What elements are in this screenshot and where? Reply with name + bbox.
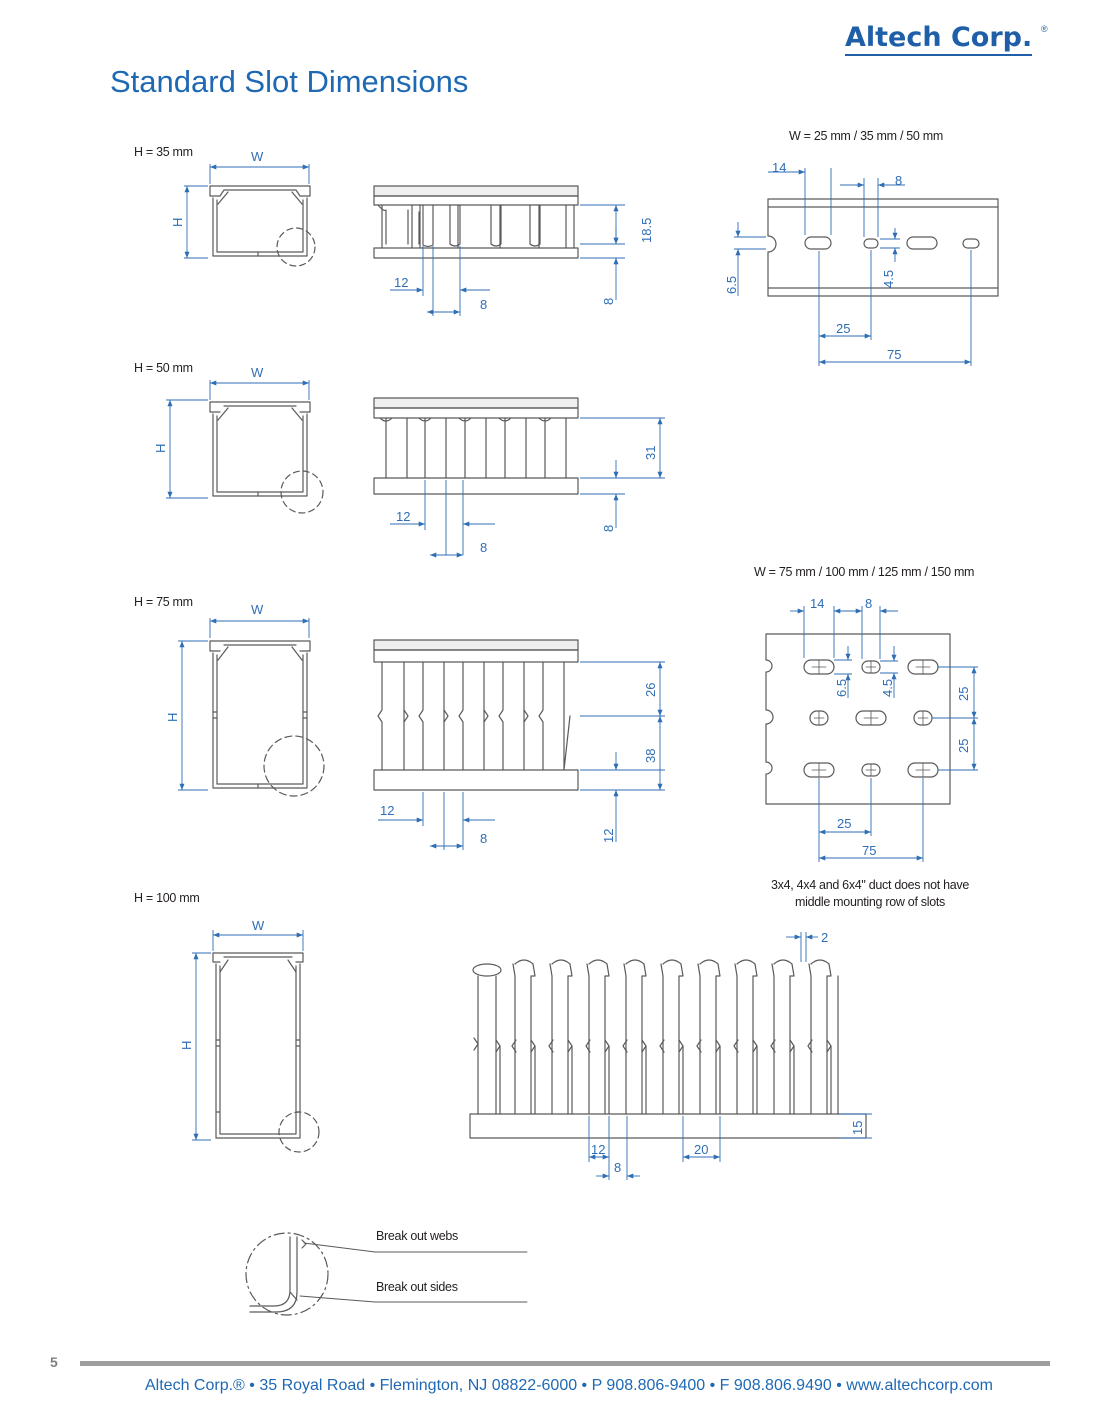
page-title: Standard Slot Dimensions [110, 64, 469, 99]
dim-base-large-1: 8 [865, 596, 872, 611]
cross-section-h35 [209, 185, 311, 257]
registered-mark: ® [1041, 24, 1048, 34]
dim-h75-1: 38 [643, 749, 658, 763]
dim-h35-3: 8 [480, 297, 487, 312]
breakout-sides-label: Break out sides [376, 1280, 458, 1294]
detail-circle-h50 [280, 470, 324, 514]
dim-h-h50: H [153, 444, 168, 453]
dim-w-h35: W [251, 149, 264, 164]
dim-base-large-3: 4.5 [880, 679, 895, 697]
dim-base-large-0: 14 [810, 596, 824, 611]
base-plate-large-centerlines [811, 659, 931, 778]
breakout-detail [245, 1232, 528, 1316]
dim-h75-0: 26 [643, 683, 658, 697]
dim-h35-0: 18.5 [639, 218, 654, 243]
dim-h75-3: 12 [601, 829, 616, 843]
slot-profile-h50 [373, 397, 579, 495]
dim-base-small-5: 75 [887, 347, 901, 362]
dim-h100-4: 8 [614, 1160, 621, 1175]
detail-circle-h35 [276, 227, 316, 267]
footer-divider [80, 1361, 1050, 1366]
footer-contact: Altech Corp.® • 35 Royal Road • Flemingt… [145, 1377, 993, 1394]
dim-h50-0: 31 [643, 446, 658, 460]
detail-circle-h100 [278, 1111, 320, 1153]
section-label-h75: H = 75 mm [134, 595, 193, 609]
base-plate-large [765, 633, 951, 805]
dim-h100-2: 12 [591, 1142, 605, 1157]
slot-profile-h35 [373, 185, 579, 259]
dim-h75-4: 8 [480, 831, 487, 846]
dim-h50-2: 12 [396, 509, 410, 524]
breakout-labels: Break out webs Break out sides [376, 1229, 458, 1294]
dimension-lines [166, 164, 978, 1180]
dim-base-small-4: 25 [836, 321, 850, 336]
page-number: 5 [50, 1354, 58, 1370]
company-logo: Altech Corp. [845, 22, 1033, 56]
slot-profile-h75 [373, 639, 579, 791]
cross-section-h50 [209, 401, 311, 497]
dim-h75-2: 12 [380, 803, 394, 818]
dim-h100-3: 20 [694, 1142, 708, 1157]
duct-note: 3x4, 4x4 and 6x4" duct does not have mid… [750, 877, 990, 911]
section-label-h35: H = 35 mm [134, 145, 193, 159]
dim-h35-2: 12 [394, 275, 408, 290]
dim-h50-3: 8 [480, 540, 487, 555]
dimension-text: W H 18.5 8 12 8 W H 31 8 12 8 W H 26 38 … [153, 149, 971, 1175]
cross-section-h100 [212, 952, 304, 1139]
base-plate-small [767, 198, 999, 297]
slot-profile-h100 [469, 959, 867, 1139]
dim-base-large-2: 6.5 [834, 679, 849, 697]
dim-base-small-3: 4.5 [881, 270, 896, 288]
dim-h100-0: 2 [821, 930, 828, 945]
duct-note-line-2: middle mounting row of slots [794, 895, 945, 909]
detail-circle-h75 [263, 735, 325, 797]
dim-base-small-1: 8 [895, 173, 902, 188]
dim-base-large-5: 25 [956, 739, 971, 753]
dim-h-h100: H [179, 1041, 194, 1050]
dim-h-h75: H [165, 713, 180, 722]
section-label-h100: H = 100 mm [134, 891, 200, 905]
dim-h-h35: H [170, 218, 185, 227]
dim-w-h50: W [251, 365, 264, 380]
base-label-large: W = 75 mm / 100 mm / 125 mm / 150 mm [754, 565, 975, 579]
dim-base-large-4: 25 [956, 687, 971, 701]
dim-h35-1: 8 [601, 298, 616, 305]
base-label-small: W = 25 mm / 35 mm / 50 mm [789, 129, 943, 143]
dim-h50-1: 8 [601, 525, 616, 532]
dim-base-small-0: 14 [772, 160, 786, 175]
dim-base-small-2: 6.5 [724, 276, 739, 294]
dim-h100-1: 15 [850, 1121, 865, 1135]
section-label-h50: H = 50 mm [134, 361, 193, 375]
dim-w-h75: W [251, 602, 264, 617]
dim-base-large-7: 75 [862, 843, 876, 858]
dim-base-large-6: 25 [837, 816, 851, 831]
duct-note-line-1: 3x4, 4x4 and 6x4" duct does not have [771, 878, 969, 892]
dim-w-h100: W [252, 918, 265, 933]
breakout-webs-label: Break out webs [376, 1229, 458, 1243]
cross-section-h75 [209, 640, 311, 789]
